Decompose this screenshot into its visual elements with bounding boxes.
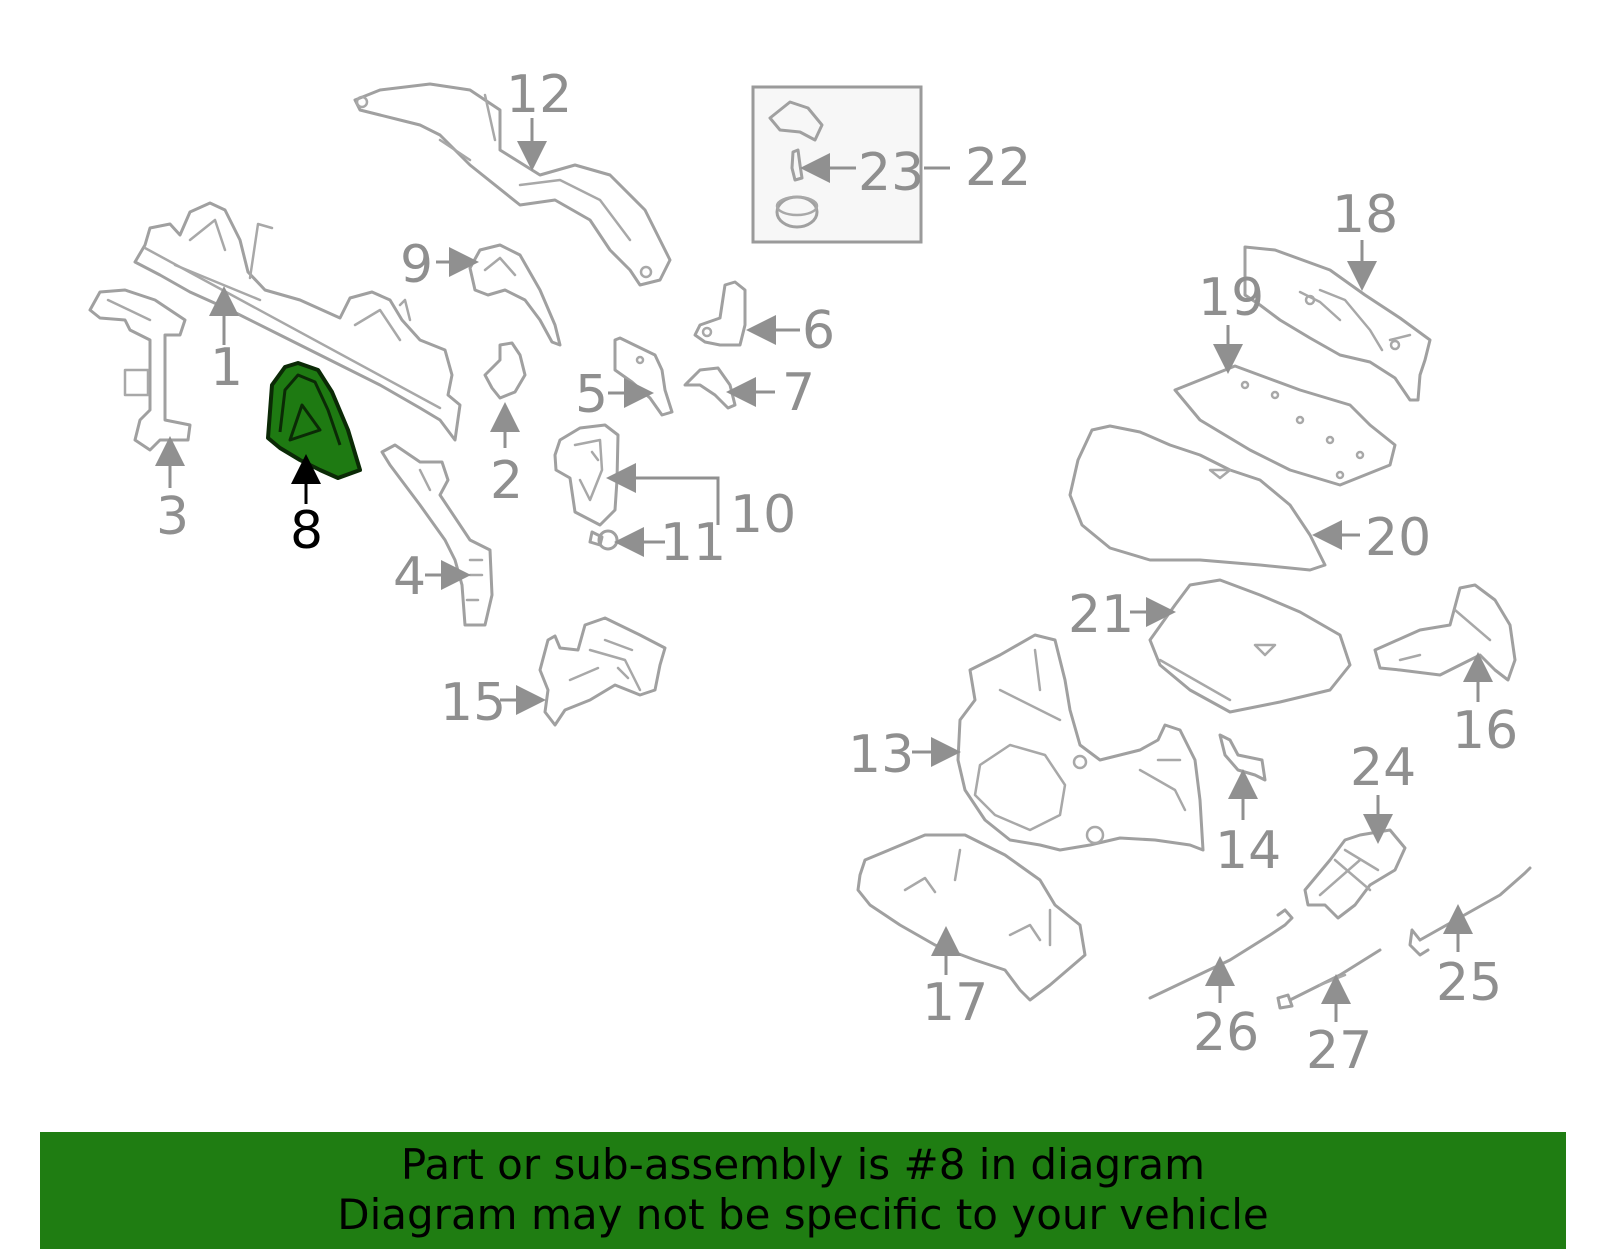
callout-8: 8 (290, 501, 323, 561)
part-27-drawing (1276, 948, 1382, 1010)
part-11-drawing (588, 529, 619, 551)
callout-1: 1 (210, 338, 243, 398)
callout-20: 20 (1365, 508, 1431, 568)
part-5-drawing (613, 336, 674, 417)
parts-diagram: 12 1 3 8 4 9 2 5 6 7 10 11 15 23 22 18 1… (88, 65, 1532, 1081)
callout-10: 10 (730, 485, 796, 545)
callout-3: 3 (156, 487, 189, 547)
callout-labels: 12 1 3 8 4 9 2 5 6 7 10 11 15 23 22 18 1… (156, 65, 1518, 1081)
part-19-drawing (1173, 364, 1397, 487)
part-12-drawing (353, 82, 672, 287)
part-13-drawing (956, 633, 1205, 852)
part-8-highlighted (266, 361, 362, 480)
callout-18: 18 (1332, 185, 1398, 245)
callout-13: 13 (848, 725, 914, 785)
part-21-drawing (1148, 578, 1352, 714)
callout-15: 15 (440, 673, 506, 733)
part-24-drawing (1303, 828, 1407, 920)
part-22-inset (751, 85, 923, 244)
callout-9: 9 (400, 235, 433, 295)
part-18-drawing (1243, 245, 1432, 402)
callout-5: 5 (575, 365, 608, 425)
leader-lines (155, 118, 1493, 1022)
callout-26: 26 (1193, 1003, 1259, 1063)
part-16-drawing (1373, 583, 1517, 682)
callout-16: 16 (1452, 701, 1518, 761)
part-7-drawing (683, 366, 737, 410)
callout-6: 6 (802, 301, 835, 361)
callout-22: 22 (965, 138, 1031, 198)
callout-17: 17 (922, 973, 988, 1033)
info-banner: Part or sub-assembly is #8 in diagram Di… (40, 1132, 1566, 1249)
banner-line-1: Part or sub-assembly is #8 in diagram (400, 1140, 1206, 1189)
callout-24: 24 (1350, 738, 1416, 798)
part-14-drawing (1218, 733, 1267, 782)
callout-4: 4 (393, 547, 426, 607)
part-17-drawing (856, 833, 1087, 1002)
part-20-drawing (1068, 424, 1327, 572)
callout-14: 14 (1215, 821, 1281, 881)
part-1-drawing (133, 201, 462, 442)
part-25-drawing (1408, 866, 1532, 957)
callout-27: 27 (1306, 1021, 1372, 1081)
callout-23: 23 (858, 143, 924, 203)
part-10-drawing (553, 423, 620, 527)
part-2-drawing (483, 341, 527, 400)
callout-2: 2 (490, 451, 523, 511)
callout-7: 7 (782, 363, 815, 423)
callout-25: 25 (1436, 953, 1502, 1013)
part-3-drawing (88, 288, 192, 452)
callout-12: 12 (506, 65, 572, 125)
part-15-drawing (538, 616, 667, 727)
part-9-drawing (468, 243, 562, 347)
banner-line-2: Diagram may not be specific to your vehi… (337, 1190, 1269, 1239)
part-6-drawing (693, 280, 747, 347)
callout-11: 11 (660, 513, 726, 573)
callout-19: 19 (1198, 268, 1264, 328)
part-4-drawing (380, 443, 494, 627)
callout-21: 21 (1068, 585, 1134, 645)
